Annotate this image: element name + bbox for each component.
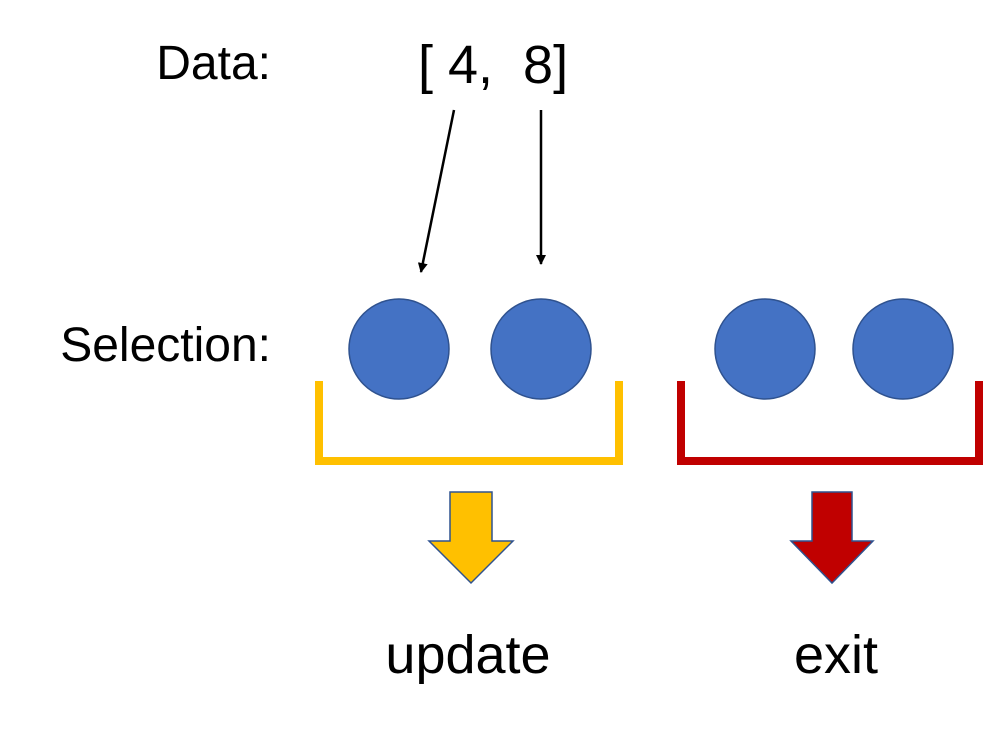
data-label: Data: bbox=[156, 37, 271, 90]
data-array: [ 4, 8] bbox=[418, 35, 569, 95]
update-down-arrow bbox=[427, 491, 515, 585]
selection-circle-3 bbox=[714, 298, 816, 400]
selection-circle-1 bbox=[348, 298, 450, 400]
exit-bracket bbox=[677, 381, 983, 465]
update-bracket bbox=[315, 381, 623, 465]
exit-label: exit bbox=[793, 625, 879, 685]
update-label: update bbox=[385, 625, 551, 685]
exit-down-arrow bbox=[789, 491, 875, 585]
pointer-arrow-4 bbox=[417, 109, 456, 273]
selection-circle-2 bbox=[490, 298, 592, 400]
selection-label: Selection: bbox=[60, 319, 271, 372]
selection-circle-4 bbox=[852, 298, 954, 400]
